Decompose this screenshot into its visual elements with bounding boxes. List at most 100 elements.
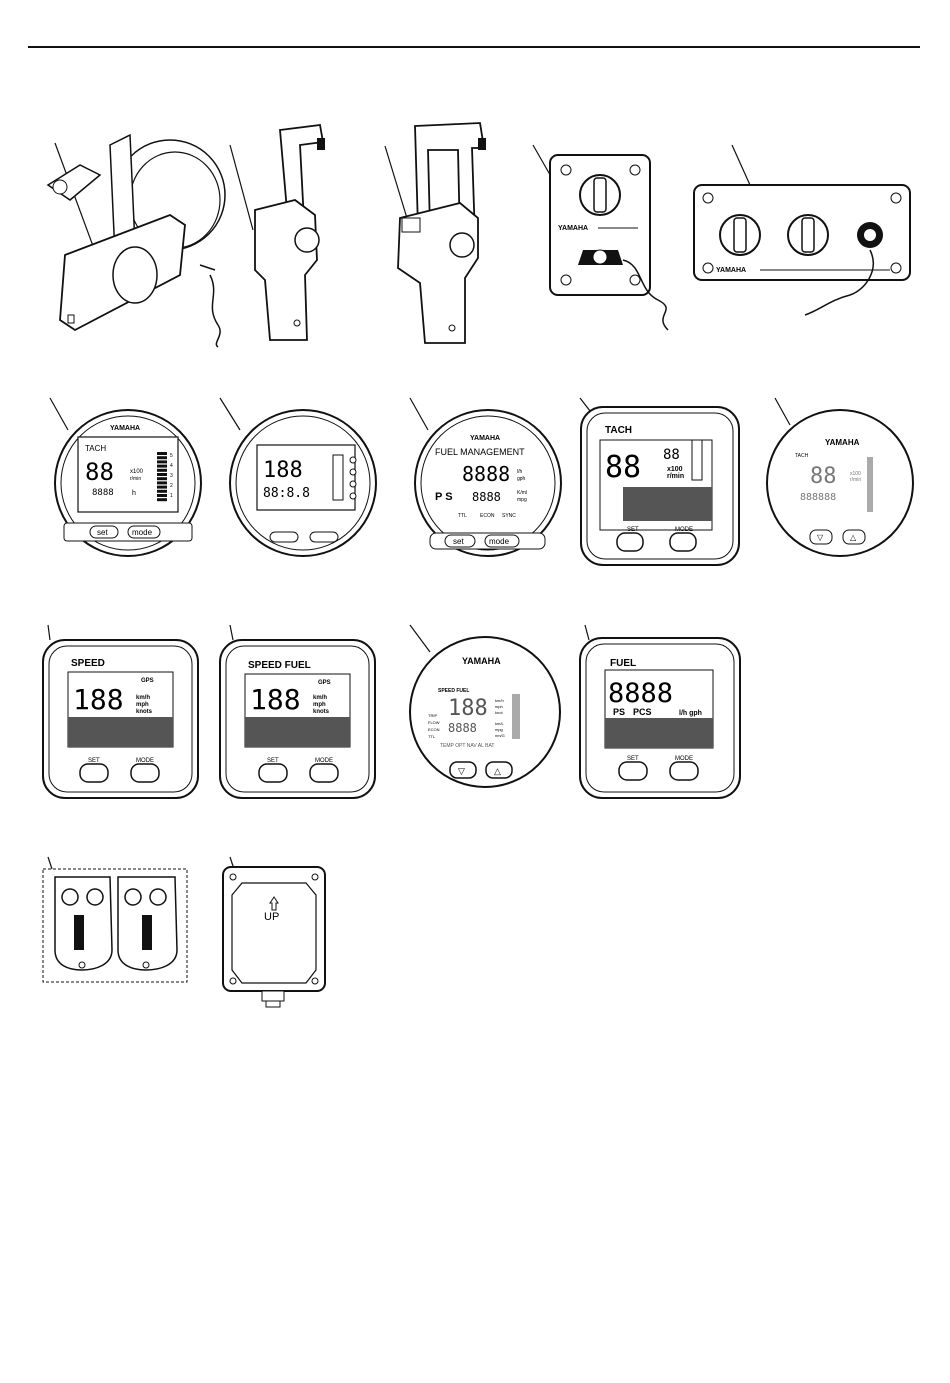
fuel-management-gauge: YAMAHA FUEL MANAGEMENT 8888 P S 8888 l/h… <box>400 395 565 560</box>
svg-text:knots: knots <box>313 709 330 715</box>
tach-bar-segment <box>157 456 167 460</box>
rpm-digits: 88 <box>85 458 114 486</box>
svg-text:188: 188 <box>250 683 301 716</box>
down-button[interactable] <box>809 529 833 545</box>
set-button[interactable] <box>616 532 644 552</box>
svg-text:8888: 8888 <box>448 721 477 735</box>
svg-text:2: 2 <box>170 483 173 489</box>
svg-text:km/h: km/h <box>495 698 504 703</box>
svg-text:l/h: l/h <box>517 469 523 475</box>
square-speedometer-gauge: SPEED 188 GPS km/h mph knots SET MODE <box>38 622 203 802</box>
down-button[interactable] <box>449 761 477 779</box>
svg-text:FUEL: FUEL <box>610 658 636 669</box>
set-button[interactable] <box>618 761 648 781</box>
top-mount-dual-remote-control <box>380 118 510 348</box>
mode-button[interactable] <box>309 763 339 783</box>
svg-text:K/ml: K/ml <box>517 490 527 496</box>
set-button[interactable] <box>444 534 476 548</box>
mode-button[interactable] <box>127 525 161 539</box>
svg-text:MODE: MODE <box>136 758 154 764</box>
svg-text:PS: PS <box>613 707 625 717</box>
svg-text:mph: mph <box>136 702 149 708</box>
single-main-switch-panel: YAMAHA <box>528 140 688 340</box>
tach-bar-segment <box>157 464 167 468</box>
up-button[interactable] <box>842 529 866 545</box>
dot-matrix-display <box>623 487 712 521</box>
tach-bar-segment <box>157 481 167 485</box>
svg-text:1: 1 <box>170 493 173 499</box>
set-button[interactable] <box>258 763 288 783</box>
svg-text:r/min: r/min <box>667 473 684 480</box>
up-label: UP <box>264 911 279 923</box>
svg-text:MODE: MODE <box>315 758 333 764</box>
svg-text:set: set <box>97 528 108 537</box>
svg-text:GPS: GPS <box>141 678 154 684</box>
round-speed-fuel-gauge: YAMAHA SPEED FUEL 188 8888 TRIP FLOW ECO… <box>400 622 565 802</box>
mode-button[interactable] <box>669 532 697 552</box>
svg-text:SYNC: SYNC <box>502 513 516 519</box>
dot-matrix-display <box>605 718 713 748</box>
svg-text:88:8.8: 88:8.8 <box>263 486 310 501</box>
svg-text:nm/G: nm/G <box>495 733 505 738</box>
svg-text:TACH: TACH <box>605 425 632 436</box>
mode-button[interactable] <box>669 761 699 781</box>
tach-bar-segment <box>157 473 167 476</box>
square-fuel-gauge: FUEL 8888 PS PCS l/h gph SET MODE <box>575 622 745 802</box>
up-button[interactable] <box>485 761 513 779</box>
svg-text:SET: SET <box>88 758 100 764</box>
svg-text:TEMP OPT NAV AL BAT: TEMP OPT NAV AL BAT <box>440 743 494 749</box>
right-button[interactable] <box>309 531 339 543</box>
svg-text:3: 3 <box>170 473 173 479</box>
left-button[interactable] <box>269 531 299 543</box>
svg-text:YAMAHA: YAMAHA <box>470 435 500 442</box>
up-arrow-icon: △ <box>850 533 857 542</box>
header-rule <box>28 46 920 48</box>
svg-text:MODE: MODE <box>675 756 693 762</box>
square-speed-fuel-gauge: SPEED FUEL 188 GPS km/h mph knots SET MO… <box>215 622 380 802</box>
svg-text:888888: 888888 <box>800 492 836 503</box>
svg-text:SPEED FUEL: SPEED FUEL <box>438 688 469 694</box>
set-button[interactable] <box>89 525 119 539</box>
svg-text:knot: knot <box>495 710 503 715</box>
mode-button[interactable] <box>130 763 160 783</box>
svg-text:mode: mode <box>489 537 510 546</box>
up-arrow-icon <box>269 896 279 911</box>
svg-text:8888: 8888 <box>608 678 673 709</box>
dual-main-switch-panel: YAMAHA <box>690 140 915 325</box>
svg-text:TTL: TTL <box>458 513 467 519</box>
svg-text:FLOW: FLOW <box>428 720 440 725</box>
svg-text:YAMAHA: YAMAHA <box>110 425 140 432</box>
svg-text:TTL: TTL <box>428 734 436 739</box>
mode-button[interactable] <box>484 534 520 548</box>
svg-text:ECON: ECON <box>428 727 440 732</box>
svg-text:mph: mph <box>313 702 326 708</box>
svg-text:4: 4 <box>170 463 173 469</box>
trim-tilt-switch-pair <box>40 855 190 985</box>
svg-text:188: 188 <box>448 696 488 721</box>
svg-text:r/min: r/min <box>850 477 861 483</box>
brand-label: YAMAHA <box>558 225 588 232</box>
up-arrow-icon: △ <box>494 766 501 776</box>
svg-text:x100: x100 <box>667 466 683 473</box>
svg-text:mpg: mpg <box>517 497 527 503</box>
svg-text:GPS: GPS <box>318 680 331 686</box>
svg-text:188: 188 <box>263 458 303 483</box>
hour-meter: 8888 <box>92 488 114 498</box>
tach-bar-segment <box>157 498 167 502</box>
svg-text:SET: SET <box>627 756 639 762</box>
svg-text:l/h gph: l/h gph <box>679 710 702 717</box>
svg-text:set: set <box>453 537 464 546</box>
svg-text:SET: SET <box>627 527 639 533</box>
svg-text:SPEED FUEL: SPEED FUEL <box>248 660 311 671</box>
side-mount-remote-control <box>40 125 230 350</box>
top-mount-single-remote-control <box>225 120 355 345</box>
set-button[interactable] <box>79 763 109 783</box>
svg-text:5: 5 <box>170 453 173 459</box>
svg-text:SET: SET <box>267 758 279 764</box>
svg-text:mode: mode <box>132 528 153 537</box>
tach-bar-segment <box>157 460 167 464</box>
svg-text:188: 188 <box>73 683 124 716</box>
svg-text:MODE: MODE <box>675 527 693 533</box>
svg-text:TRIP: TRIP <box>428 713 437 718</box>
tach-title: TACH <box>85 444 106 453</box>
